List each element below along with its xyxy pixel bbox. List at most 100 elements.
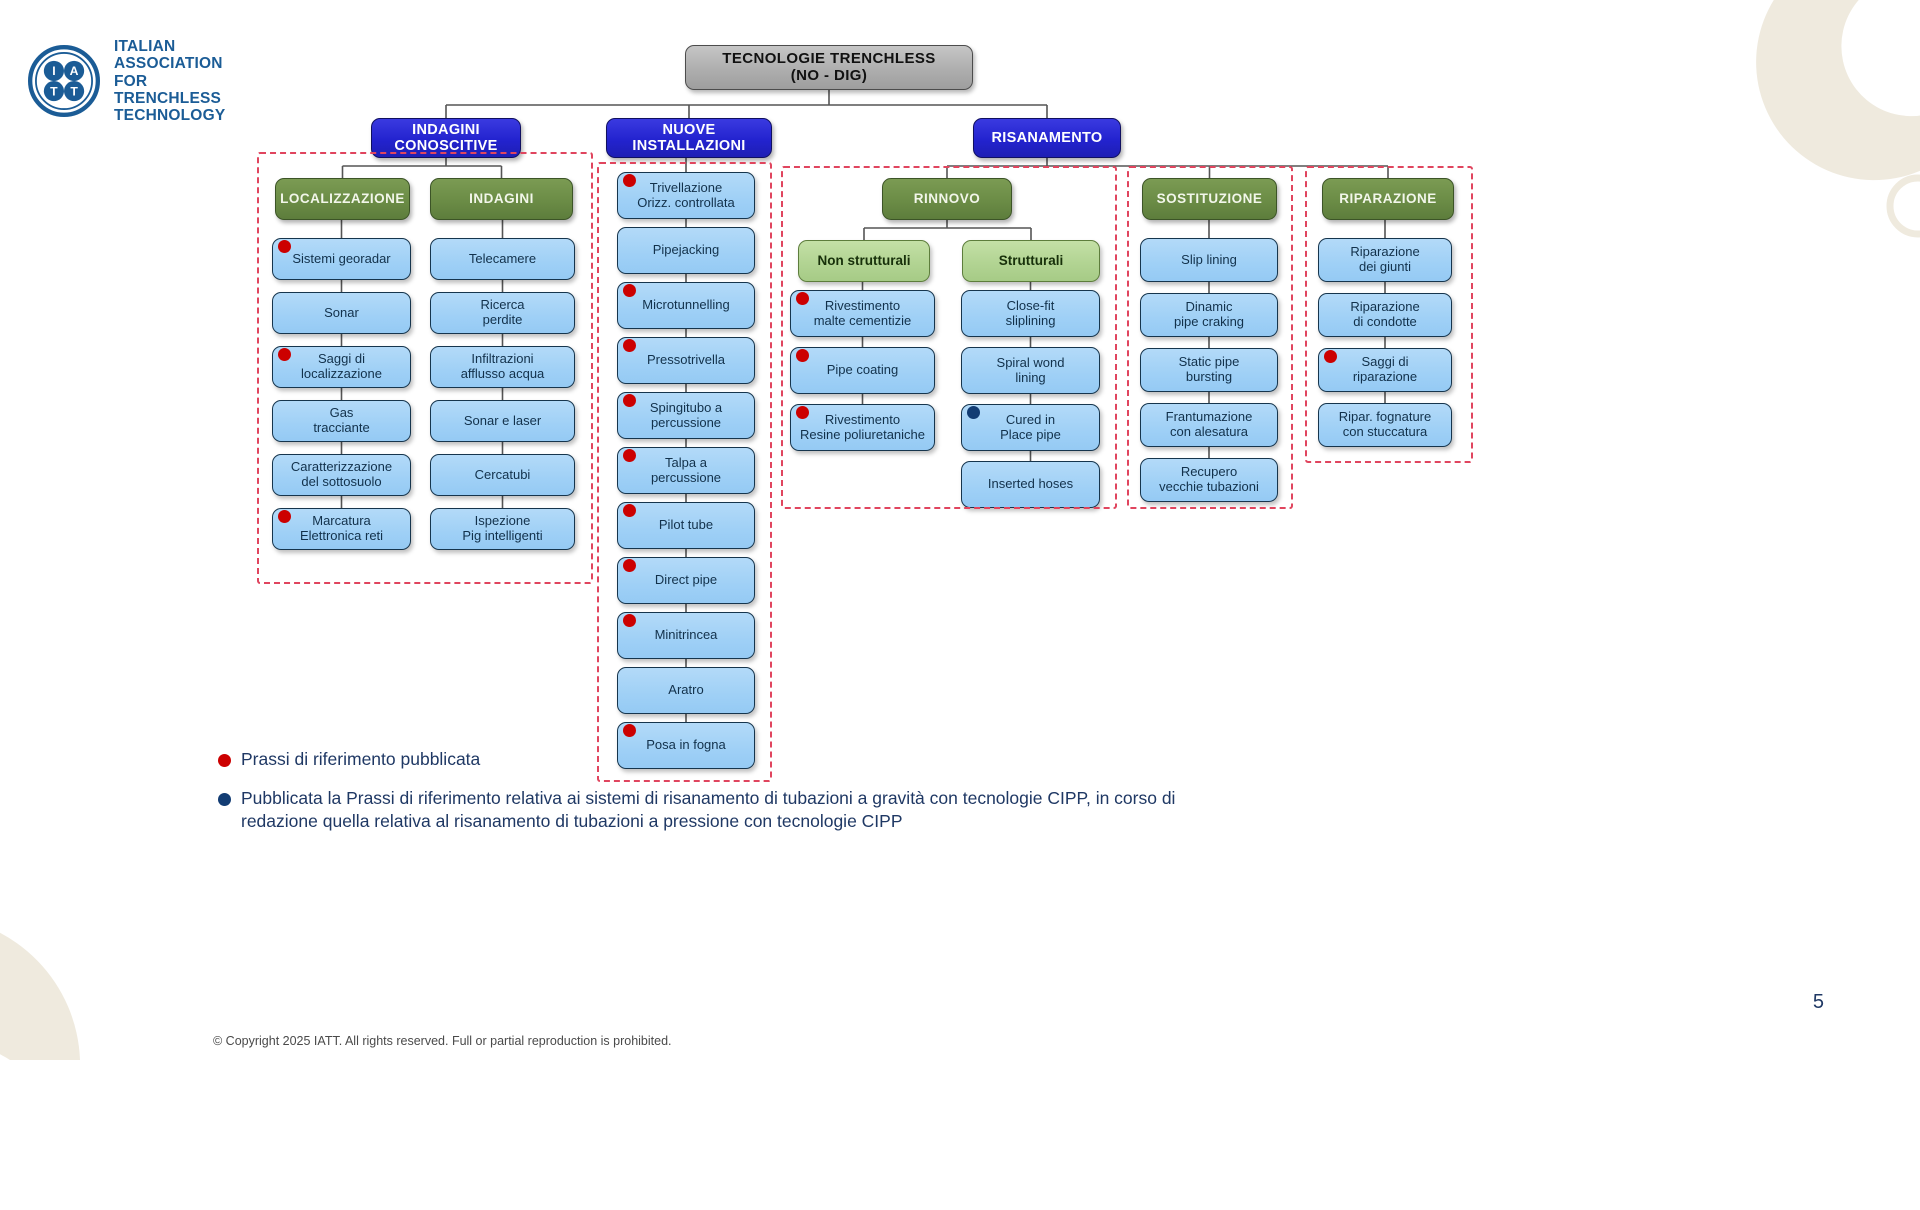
node-leaf-riparazione-saggi-di-riparazione-label: Saggi di riparazione: [1352, 354, 1418, 384]
node-group-riparazione[interactable]: RIPARAZIONE: [1322, 178, 1454, 220]
node-leaf-nuove-installazioni-aratro-label: Aratro: [668, 682, 704, 698]
node-group-sostituzione[interactable]: SOSTITUZIONE: [1142, 178, 1277, 220]
node-leaf-sostituzione-frantumazione-con-alesatura-label: Frantumazione con alesatura: [1165, 409, 1253, 439]
node-leaf-localizzazione-caratterizzazione-del-sottosuolo[interactable]: Caratterizzazione del sottosuolo: [272, 454, 411, 496]
node-leaf-localizzazione-gas-tracciante-label: Gas tracciante: [313, 405, 370, 435]
node-leaf-localizzazione-caratterizzazione-del-sottosuolo-label: Caratterizzazione del sottosuolo: [290, 459, 393, 489]
node-leaf-localizzazione-sistemi-georadar[interactable]: Sistemi georadar: [272, 238, 411, 280]
node-root-tecnologie-trenchless[interactable]: TECNOLOGIE TRENCHLESS (NO - DIG): [685, 45, 973, 90]
published-practice-dot-icon: [623, 394, 636, 407]
node-leaf-nuove-installazioni-talpa-a-percussione-label: Talpa a percussione: [650, 454, 722, 485]
node-leaf-localizzazione-sonar-label: Sonar: [324, 304, 359, 320]
dashed-region-sostituzione: [1127, 166, 1293, 509]
node-leaf-indagini-cercatubi[interactable]: Cercatubi: [430, 454, 575, 496]
published-practice-dot-icon: [278, 510, 291, 523]
node-root-tecnologie-trenchless-label: TECNOLOGIE TRENCHLESS (NO - DIG): [722, 49, 936, 84]
node-leaf-sostituzione-dinamic-pipe-craking[interactable]: Dinamic pipe craking: [1140, 293, 1278, 337]
node-subgroup-non-strutturali[interactable]: Non strutturali: [798, 240, 930, 282]
published-practice-dot-icon: [623, 559, 636, 572]
published-practice-dot-icon: [623, 614, 636, 627]
node-leaf-riparazione-ripar-fognature-con-stuccatura[interactable]: Ripar. fognature con stuccatura: [1318, 403, 1452, 447]
node-category-risanamento[interactable]: RISANAMENTO: [973, 118, 1121, 158]
node-leaf-strutturali-close-fit-sliplining[interactable]: Close-fit sliplining: [961, 290, 1100, 337]
node-leaf-indagini-telecamere[interactable]: Telecamere: [430, 238, 575, 280]
node-category-risanamento-label: RISANAMENTO: [991, 129, 1103, 146]
published-practice-dot-icon: [623, 504, 636, 517]
node-leaf-nuove-installazioni-spingitubo-a-percussione-label: Spingitubo a percussione: [649, 399, 723, 430]
node-leaf-non-strutturali-rivestimento-malte-cementizie[interactable]: Rivestimento malte cementizie: [790, 290, 935, 337]
node-leaf-indagini-sonar-e-laser[interactable]: Sonar e laser: [430, 400, 575, 442]
copyright-notice: © Copyright 2025 IATT. All rights reserv…: [213, 1034, 672, 1048]
node-leaf-nuove-installazioni-talpa-a-percussione[interactable]: Talpa a percussione: [617, 447, 755, 494]
node-leaf-sostituzione-recupero-vecchie-tubazioni-label: Recupero vecchie tubazioni: [1159, 464, 1259, 494]
node-leaf-sostituzione-slip-lining[interactable]: Slip lining: [1140, 238, 1278, 282]
node-leaf-riparazione-riparazione-di-condotte[interactable]: Riparazione di condotte: [1318, 293, 1452, 337]
node-group-indagini[interactable]: INDAGINI: [430, 178, 573, 220]
logo-line-1: ITALIAN: [114, 38, 176, 55]
node-leaf-strutturali-spiral-wond-lining-label: Spiral wond lining: [996, 354, 1065, 385]
node-leaf-indagini-infiltrazioni-afflusso-acqua[interactable]: Infiltrazioni afflusso acqua: [430, 346, 575, 388]
svg-text:A: A: [70, 65, 79, 79]
node-leaf-sostituzione-static-pipe-bursting[interactable]: Static pipe bursting: [1140, 348, 1278, 392]
published-practice-dot-icon: [623, 724, 636, 737]
node-leaf-indagini-sonar-e-laser-label: Sonar e laser: [463, 412, 542, 428]
published-practice-dot-icon: [1324, 350, 1337, 363]
node-leaf-riparazione-riparazione-dei-giunti[interactable]: Riparazione dei giunti: [1318, 238, 1452, 282]
node-leaf-localizzazione-gas-tracciante[interactable]: Gas tracciante: [272, 400, 411, 442]
node-leaf-localizzazione-saggi-di-localizzazione[interactable]: Saggi di localizzazione: [272, 346, 411, 388]
published-practice-dot-icon: [278, 240, 291, 253]
legend-item-label: Prassi di riferimento pubblicata: [241, 749, 481, 769]
node-leaf-indagini-infiltrazioni-afflusso-acqua-label: Infiltrazioni afflusso acqua: [460, 351, 545, 381]
logo-line-2: ASSOCIATION: [114, 55, 223, 73]
node-leaf-nuove-installazioni-minitrincea-label: Minitrincea: [654, 627, 718, 643]
node-leaf-non-strutturali-rivestimento-resine-poliuretaniche-label: Rivestimento Resine poliuretaniche: [799, 411, 926, 442]
node-leaf-nuove-installazioni-microtunnelling-label: Microtunnelling: [642, 297, 730, 313]
published-practice-dot-icon: [623, 339, 636, 352]
logo-line-3: FOR: [114, 72, 148, 90]
node-leaf-nuove-installazioni-direct-pipe[interactable]: Direct pipe: [617, 557, 755, 604]
node-leaf-non-strutturali-pipe-coating[interactable]: Pipe coating: [790, 347, 935, 394]
node-leaf-nuove-installazioni-trivellazione-orizz-controllata[interactable]: Trivellazione Orizz. controllata: [617, 172, 755, 219]
node-leaf-localizzazione-sonar[interactable]: Sonar: [272, 292, 411, 334]
published-practice-dot-icon: [278, 348, 291, 361]
node-leaf-nuove-installazioni-posa-in-fogna-label: Posa in fogna: [646, 737, 726, 753]
node-leaf-nuove-installazioni-posa-in-fogna[interactable]: Posa in fogna: [617, 722, 755, 769]
node-leaf-localizzazione-sistemi-georadar-label: Sistemi georadar: [292, 250, 391, 266]
node-leaf-nuove-installazioni-microtunnelling[interactable]: Microtunnelling: [617, 282, 755, 329]
node-subgroup-non-strutturali-label: Non strutturali: [817, 253, 911, 269]
dashed-region-riparazione: [1305, 166, 1473, 463]
page-number: 5: [1812, 991, 1824, 1013]
legend: Prassi di riferimento pubblicata Pubblic…: [218, 748, 1398, 849]
node-group-indagini-label: INDAGINI: [469, 191, 534, 207]
node-leaf-indagini-ispezione-pig-intelligenti[interactable]: Ispezione Pig intelligenti: [430, 508, 575, 550]
node-group-localizzazione-label: LOCALIZZAZIONE: [280, 191, 405, 207]
node-leaf-indagini-ispezione-pig-intelligenti-label: Ispezione Pig intelligenti: [462, 513, 543, 543]
node-category-indagini-conoscitive[interactable]: INDAGINI CONOSCITIVE: [371, 118, 521, 158]
node-leaf-non-strutturali-rivestimento-resine-poliuretaniche[interactable]: Rivestimento Resine poliuretaniche: [790, 404, 935, 451]
node-group-rinnovo[interactable]: RINNOVO: [882, 178, 1012, 220]
node-leaf-nuove-installazioni-pipejacking[interactable]: Pipejacking: [617, 227, 755, 274]
node-group-localizzazione[interactable]: LOCALIZZAZIONE: [275, 178, 410, 220]
node-leaf-nuove-installazioni-pressotrivella[interactable]: Pressotrivella: [617, 337, 755, 384]
node-leaf-nuove-installazioni-minitrincea[interactable]: Minitrincea: [617, 612, 755, 659]
node-leaf-nuove-installazioni-pilot-tube[interactable]: Pilot tube: [617, 502, 755, 549]
node-leaf-riparazione-saggi-di-riparazione[interactable]: Saggi di riparazione: [1318, 348, 1452, 392]
node-leaf-nuove-installazioni-aratro[interactable]: Aratro: [617, 667, 755, 714]
node-leaf-indagini-cercatubi-label: Cercatubi: [474, 466, 531, 482]
published-practice-dot-icon: [796, 406, 809, 419]
node-leaf-indagini-ricerca-perdite[interactable]: Ricerca perdite: [430, 292, 575, 334]
node-leaf-indagini-telecamere-label: Telecamere: [468, 250, 537, 266]
node-subgroup-strutturali[interactable]: Strutturali: [962, 240, 1100, 282]
node-leaf-nuove-installazioni-direct-pipe-label: Direct pipe: [654, 572, 718, 588]
node-group-rinnovo-label: RINNOVO: [913, 191, 981, 207]
node-leaf-nuove-installazioni-spingitubo-a-percussione[interactable]: Spingitubo a percussione: [617, 392, 755, 439]
node-leaf-strutturali-spiral-wond-lining[interactable]: Spiral wond lining: [961, 347, 1100, 394]
node-leaf-sostituzione-frantumazione-con-alesatura[interactable]: Frantumazione con alesatura: [1140, 403, 1278, 447]
node-leaf-strutturali-cured-in-place-pipe[interactable]: Cured in Place pipe: [961, 404, 1100, 451]
node-leaf-localizzazione-marcatura-elettronica-reti[interactable]: Marcatura Elettronica reti: [272, 508, 411, 550]
node-category-nuove-installazioni[interactable]: NUOVE INSTALLAZIONI: [606, 118, 772, 158]
legend-item: Pubblicata la Prassi di riferimento rela…: [218, 787, 1398, 833]
node-subgroup-strutturali-label: Strutturali: [998, 253, 1064, 269]
node-leaf-sostituzione-recupero-vecchie-tubazioni[interactable]: Recupero vecchie tubazioni: [1140, 458, 1278, 502]
node-leaf-nuove-installazioni-trivellazione-orizz-controllata-label: Trivellazione Orizz. controllata: [637, 179, 735, 210]
